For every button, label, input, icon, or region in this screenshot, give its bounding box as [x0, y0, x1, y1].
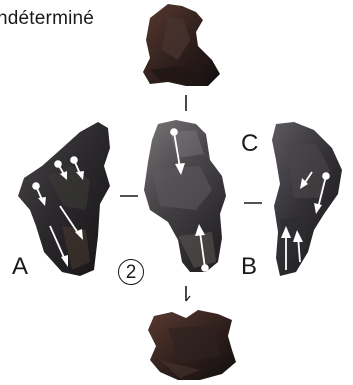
right-view-b [272, 122, 342, 276]
face-label-b: B [241, 253, 257, 281]
bottom-view [148, 310, 236, 380]
piece-number-badge: 2 [118, 259, 144, 285]
figure-title: ndéterminé [0, 8, 94, 30]
left-view-a [18, 122, 110, 276]
center-view [144, 120, 226, 272]
top-view [143, 4, 220, 86]
face-label-c: C [241, 130, 258, 158]
face-label-a: A [12, 253, 28, 281]
